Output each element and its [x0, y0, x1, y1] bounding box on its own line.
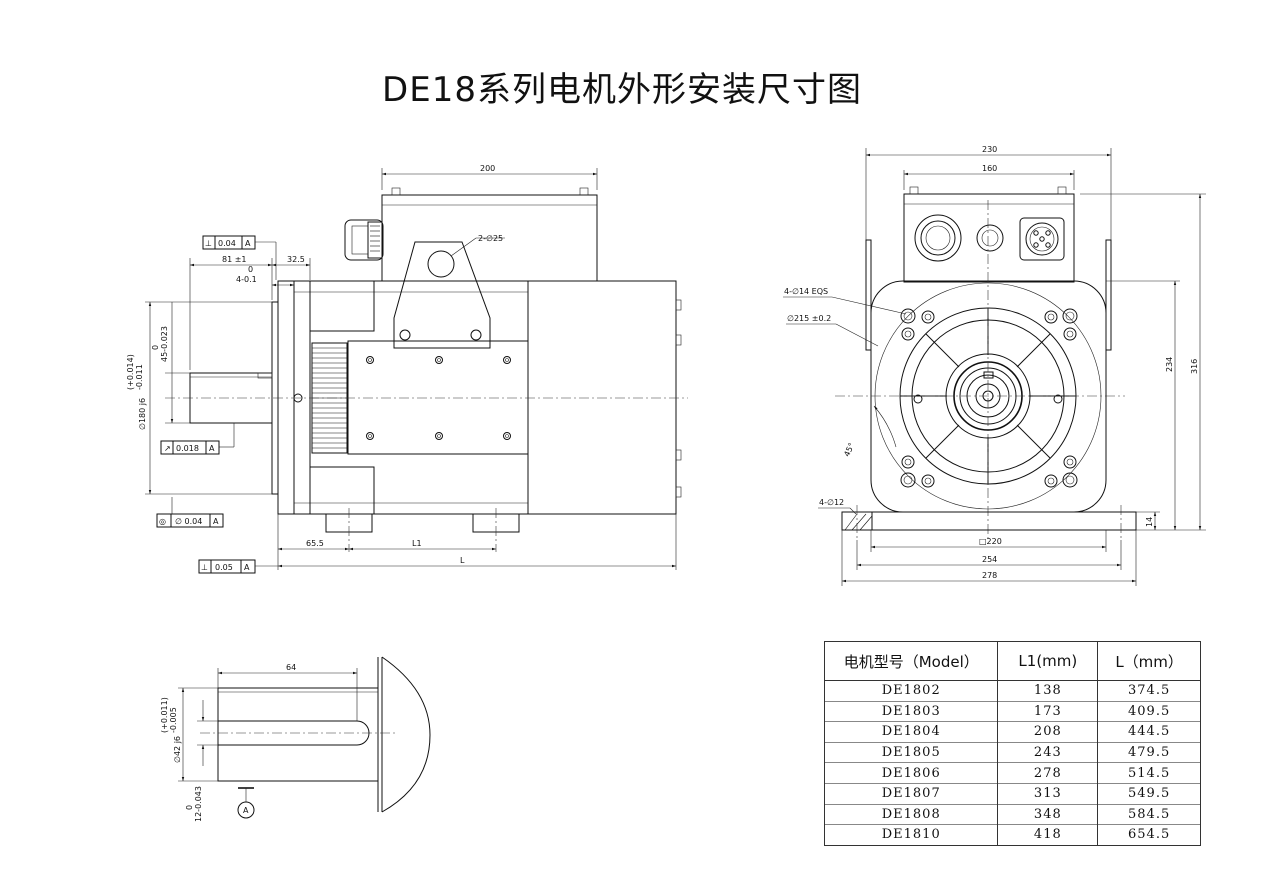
dim-220: □220	[979, 537, 1002, 546]
dim-45-0: 0	[151, 345, 160, 350]
dim-81: 81 ±1	[222, 255, 247, 264]
dim-160: 160	[982, 164, 997, 173]
plug-front	[976, 224, 1004, 252]
header-l: L（mm）	[1097, 641, 1201, 681]
dim-45-deg: 45°	[842, 441, 856, 458]
svg-text:A: A	[244, 563, 250, 572]
table-header-row: 电机型号（Model） L1(mm) L（mm）	[823, 641, 1201, 681]
dim-4-14: 4-∅14 EQS	[784, 287, 828, 296]
front-view: 45° 230 160 4-∅14 EQS ∅215 ±0.2 4-∅12 23…	[783, 145, 1206, 586]
svg-text:⊥: ⊥	[205, 239, 212, 248]
dim-42: ∅42 j6	[173, 736, 182, 763]
dim-4-12: 4-∅12	[819, 498, 844, 507]
tolerance-frame-1: ⊥ 0.04 A	[202, 235, 277, 280]
lifting-bracket	[393, 241, 491, 349]
dim-14: 14	[1145, 517, 1154, 527]
dim-215: ∅215 ±0.2	[787, 314, 831, 323]
header-model: 电机型号（Model）	[823, 641, 999, 681]
svg-text:∅ 0.04: ∅ 0.04	[175, 517, 202, 526]
svg-text:0.05: 0.05	[215, 563, 233, 572]
dim-64: 64	[286, 663, 296, 672]
dim-254: 254	[982, 555, 997, 564]
svg-text:0.018: 0.018	[176, 444, 199, 453]
dim-45: 45-0.023	[160, 326, 169, 362]
dim-32-5: 32.5	[287, 255, 305, 264]
svg-text:A: A	[245, 239, 251, 248]
svg-text:◎: ◎	[159, 517, 166, 526]
side-view: 200 2-∅25 81 ±1 32.5 0 4-0.1 ⊥ 0.04 A	[126, 164, 688, 574]
svg-text:⊥: ⊥	[201, 563, 208, 572]
datum-a-marker	[237, 801, 255, 819]
cable-gland-front	[914, 214, 962, 262]
side-cover-plate	[347, 340, 529, 455]
dim-tol-0: 0	[248, 265, 253, 274]
dim-4-01: 4-0.1	[236, 275, 257, 284]
base-plate	[841, 511, 1137, 531]
svg-text:↗: ↗	[164, 444, 171, 453]
cable-gland	[344, 219, 384, 261]
dim-230: 230	[982, 145, 997, 154]
svg-text:A: A	[209, 444, 215, 453]
dim-l1: L1	[412, 539, 422, 548]
tolerance-frame-2: ↗ 0.018 A	[160, 423, 235, 455]
dim-2-25: 2-∅25	[478, 234, 503, 243]
dim-180: ∅180 j6	[138, 398, 147, 430]
dim-12: 12-0.043	[194, 786, 203, 822]
dim-234: 234	[1165, 357, 1174, 372]
connector-socket	[1019, 217, 1065, 261]
dim-42-tol-p: (+0.011)	[160, 697, 169, 733]
lifting-hole	[427, 250, 455, 278]
motor-housing	[293, 280, 677, 515]
svg-text:0.04: 0.04	[218, 239, 236, 248]
dim-180-tol-p: (+0.014)	[126, 354, 135, 390]
front-terminal-box	[903, 193, 1075, 283]
shaft-detail	[217, 687, 379, 782]
tolerance-frame-4: ⊥ 0.05 A	[198, 559, 278, 574]
header-l1: L1(mm)	[997, 641, 1099, 681]
svg-text:A: A	[213, 517, 219, 526]
flange-bolts	[900, 308, 1078, 488]
datum-a-label: A	[243, 806, 249, 815]
dim-l: L	[460, 556, 465, 565]
dim-316: 316	[1190, 359, 1199, 374]
front-flange	[277, 280, 295, 515]
page-title: DE18系列电机外形安装尺寸图	[382, 70, 862, 110]
dim-278: 278	[982, 571, 997, 580]
dim-42-tol-m: -0.005	[169, 707, 178, 733]
shaft-end-flange	[381, 656, 431, 813]
dim-180-tol-m: -0.011	[135, 364, 144, 390]
shaft-detail-view: 64 ∅42 j6 (+0.011) -0.005 0 12-0.043 A	[160, 656, 431, 822]
dim-200: 200	[480, 164, 495, 173]
dim-12-0: 0	[185, 805, 194, 810]
tolerance-frame-3: ◎ ∅ 0.04 A	[156, 497, 224, 528]
dim-65-5: 65.5	[306, 539, 324, 548]
